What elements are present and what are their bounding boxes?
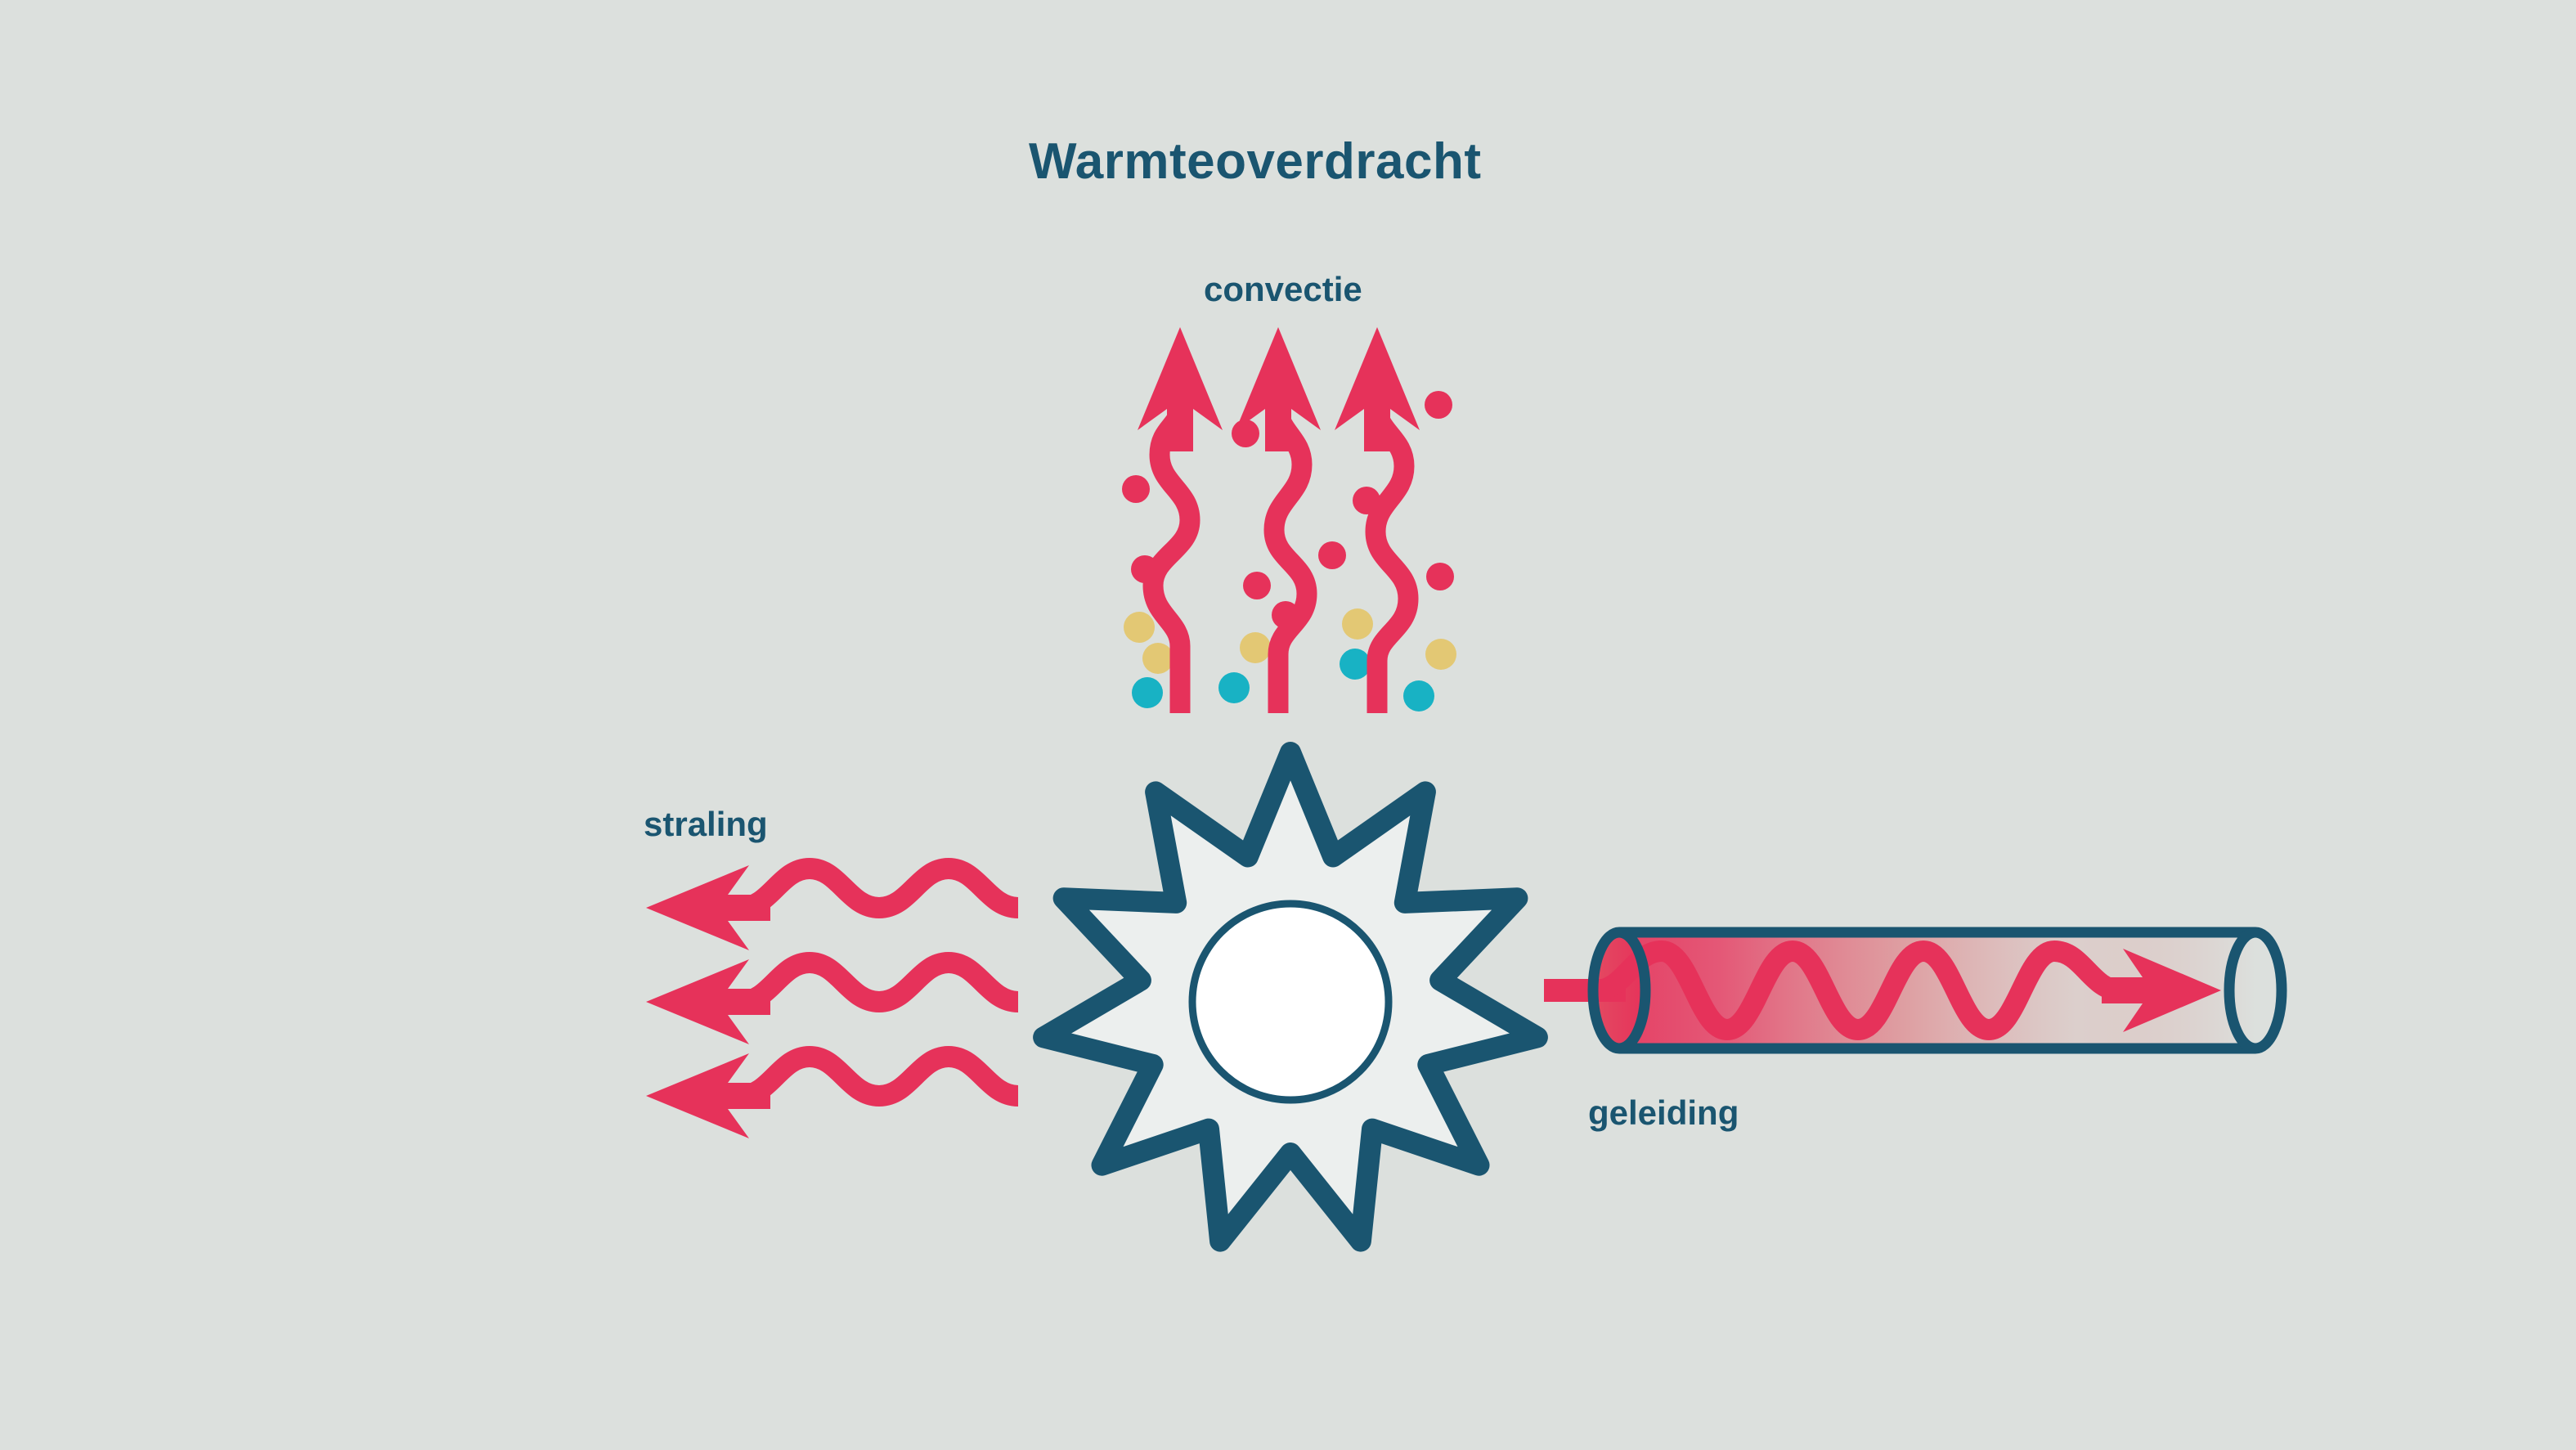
particle-cold [1403, 680, 1434, 712]
pipe-right-cap-outline [2224, 927, 2287, 1054]
particle-cold [1132, 677, 1163, 708]
arrow-head-icon [646, 1053, 770, 1138]
heat-source-sun [1033, 742, 1548, 1252]
radiation-arrow-2 [646, 951, 1020, 1044]
page-title: Warmteoverdracht [1029, 133, 1482, 190]
convection-arrow-1 [1138, 327, 1223, 713]
convection-group: convectie [1122, 270, 1456, 713]
particle-cold [1340, 649, 1371, 680]
radiation-label-text: straling [644, 805, 768, 843]
radiation-arrow-1 [646, 857, 1020, 950]
radiation-arrow-3 [646, 1045, 1020, 1138]
particle-cold [1218, 672, 1250, 703]
arrow-head-icon [646, 959, 770, 1044]
conduction-label: geleiding [1588, 1093, 1739, 1132]
conduction-group: geleiding [1544, 927, 2287, 1132]
sun-inner-circle [1188, 900, 1393, 1104]
conduction-arrow [1595, 940, 2221, 1041]
pipe-left-cap-outline [1587, 927, 1651, 1054]
convection-arrow-2 [1236, 327, 1321, 713]
particle-hot [1426, 563, 1454, 590]
particle-warm [1142, 643, 1174, 674]
radiation-group: straling [644, 805, 1020, 1138]
particle-hot [1425, 391, 1452, 419]
particle-warm [1240, 632, 1271, 663]
arrow-head-icon [646, 865, 770, 950]
particle-hot [1243, 572, 1271, 599]
particle-hot [1232, 420, 1259, 447]
particle-hot [1122, 475, 1150, 503]
particle-hot [1318, 541, 1346, 569]
particle-warm [1124, 612, 1155, 643]
particle-warm [1342, 608, 1373, 640]
convection-arrow-3 [1335, 327, 1420, 713]
convection-label: convectie [1204, 270, 1362, 308]
arrow-head-icon [2102, 949, 2221, 1032]
particle-warm [1425, 639, 1456, 670]
